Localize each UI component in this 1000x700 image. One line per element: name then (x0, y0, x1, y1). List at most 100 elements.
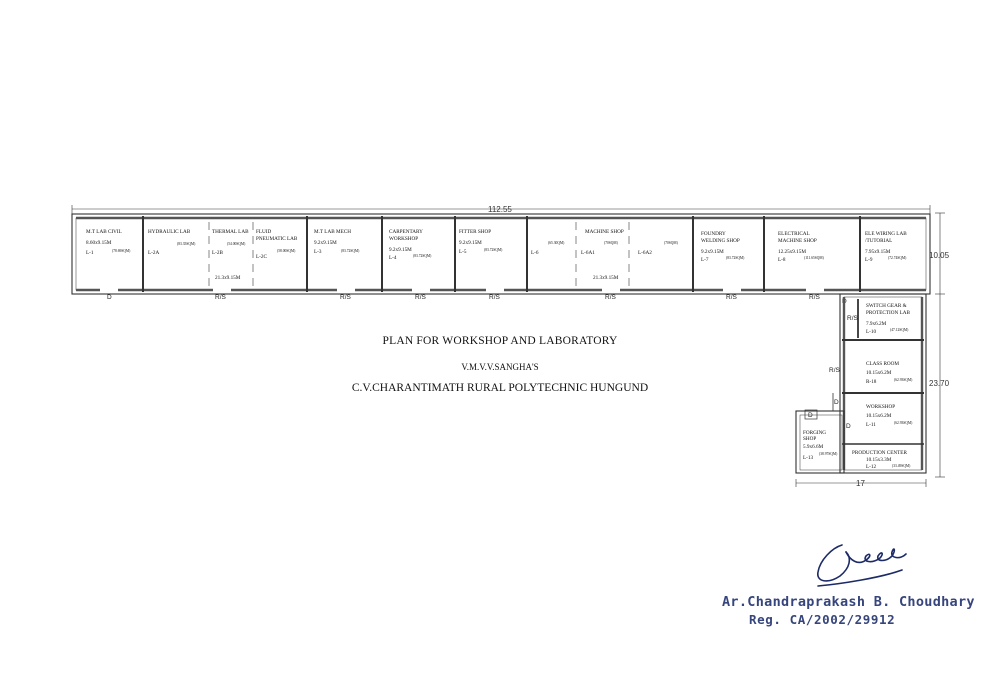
room-l3-size: 9.2x9.15M (314, 240, 337, 246)
room-l12-code: L-12 (866, 464, 876, 470)
room-l8-code: L-8 (778, 257, 786, 263)
room-r18-size: 10.15x6.2M (866, 370, 892, 376)
room-l11-area: (62.93SQM) (894, 421, 913, 425)
rs-label-2: R/S (340, 294, 352, 301)
door-label-4: D (834, 399, 839, 406)
room-l1-code: L-1 (86, 250, 94, 256)
room-l13-name-1: FORGING (803, 430, 826, 436)
room-l12-area: (33.49SQM) (892, 464, 911, 468)
room-l8-name-2: MACHINE SHOP (778, 238, 817, 244)
rs-label-6: R/S (726, 294, 738, 301)
room-l2c-name-2: PNEUMATIC LAB (256, 236, 298, 242)
wing-length-label: 23.70 (929, 379, 950, 388)
room-l5: FITTER SHOP 9.2x9.15M (83.72SQM) L-5 (459, 229, 503, 255)
overall-length-label: 112.55 (488, 205, 512, 214)
organisation-name: V.M.V.V.SANGHA'S (461, 362, 539, 372)
architect-name: Ar.Chandraprakash B. Choudhary (722, 594, 975, 610)
overall-length-dimension (71, 205, 931, 214)
room-l9-name-2: /TUTORIAL (865, 238, 892, 244)
forging-annex-walls (795, 393, 845, 474)
rs-label-9: R/S (829, 367, 841, 374)
room-l13-size: 5.9x6.6M (803, 444, 824, 450)
wing-width-label: 17 (856, 479, 865, 488)
room-l8: ELECTRICAL MACHINE SHOP 12.25x9.15M (111… (778, 231, 825, 263)
room-l6a1-code: L-6A1 (581, 250, 595, 256)
room-l6-size: 21.3x9.15M (593, 275, 619, 281)
room-l5-area: (83.72SQM) (484, 248, 503, 252)
room-l2c-area: (58.00SQM) (277, 249, 296, 253)
door-label-1: D (107, 294, 112, 301)
room-l1-size: 8.60x9.15M (86, 240, 112, 246)
room-l6a2-code: L-6A2 (638, 250, 652, 256)
room-l4-area: (83.72SQM) (413, 254, 432, 258)
room-l2c-name-1: FLUID (256, 229, 272, 235)
room-l2b-name: THERMAL LAB (212, 229, 249, 235)
room-l13-code: L-13 (803, 455, 813, 461)
architect-registration: Reg. CA/2002/29912 (749, 612, 896, 627)
right-dimension-lines (935, 212, 945, 478)
wing-width-dimension (795, 479, 927, 487)
room-l9-area: (72.74SQM) (888, 256, 907, 260)
room-l12: PRODUCTION CENTER 10.15x3.3M (33.49SQM) … (852, 450, 911, 470)
room-l4: CARPENTARY WORKSHOP 9.2x9.15M (83.72SQM)… (389, 229, 432, 261)
room-r18-code: R-18 (866, 379, 877, 385)
room-l4-name-2: WORKSHOP (389, 236, 418, 242)
room-l6-code: L-6 (531, 250, 539, 256)
room-l3: M.T LAB MECH 9.2x9.15M (83.72SQM) L-3 (314, 229, 360, 255)
room-r18: CLASS ROOM 10.15x6.2M (62.93SQM) R-18 (866, 361, 913, 385)
room-l4-size: 9.2x9.15M (389, 247, 412, 253)
room-l10-name-1: SWITCH GEAR & (866, 303, 907, 309)
room-l12-size: 10.15x3.3M (866, 457, 892, 463)
room-l2-size: 21.3x9.15M (215, 275, 241, 281)
room-r18-name: CLASS ROOM (866, 361, 899, 367)
room-l13: FORGING SHOP 5.9x6.6M (38.97SQM) L-13 (803, 430, 838, 461)
room-l1-name: M.T LAB CIVIL (86, 229, 122, 235)
signature-scribble (817, 544, 907, 587)
rs-label-1: R/S (215, 294, 227, 301)
room-l7-name-1: FOUNDRY (701, 231, 726, 237)
room-l7-size: 9.2x9.15M (701, 249, 724, 255)
room-l2a: HYDRAULIC LAB (83.35SQM) L-2A (148, 229, 196, 256)
door-label-3: D (808, 412, 813, 419)
room-l5-name: FITTER SHOP (459, 229, 491, 235)
room-l9-size: 7.95x9.15M (865, 249, 891, 255)
room-l3-area: (83.72SQM) (341, 249, 360, 253)
room-l8-name-1: ELECTRICAL (778, 231, 810, 237)
room-l10-size: 7.9x6.2M (866, 321, 887, 327)
room-l6: (65.30QM) L-6 (531, 241, 565, 256)
room-l2b-area: (54.00SQM) (227, 242, 246, 246)
room-l3-code: L-3 (314, 249, 322, 255)
room-l3-name: M.T LAB MECH (314, 229, 351, 235)
light-partitions (208, 222, 630, 288)
room-l2c-code: L-2C (256, 254, 267, 260)
door-label-5: D (846, 423, 851, 430)
main-block-partitions (142, 216, 861, 292)
room-l2b: THERMAL LAB (54.00SQM) L-2B (212, 229, 249, 256)
room-l7: FOUNDRY WELDING SHOP 9.2x9.15M (83.72SQM… (701, 231, 745, 263)
room-l6-area: (65.30QM) (548, 241, 565, 245)
room-l6a1: MACHINE SHOP (70SQM) L-6A1 (581, 229, 624, 256)
room-l10: SWITCH GEAR & PROTECTION LAB 7.9x6.2M (4… (866, 303, 910, 335)
room-l10-name-2: PROTECTION LAB (866, 310, 910, 316)
room-l10-area: (47.12SQM) (890, 328, 909, 332)
room-l4-name-1: CARPENTARY (389, 229, 423, 235)
room-l2a-code: L-2A (148, 250, 159, 256)
room-l13-name-2: SHOP (803, 436, 816, 442)
room-l8-size: 12.25x9.15M (778, 249, 806, 255)
room-l13-area: (38.97SQM) (819, 452, 838, 456)
rs-label-7: R/S (809, 294, 821, 301)
room-l6a1-area: (70SQM) (604, 241, 619, 245)
room-l11: WORKSHOP 10.15x6.2M (62.93SQM) L-11 (866, 404, 913, 428)
rs-label-3: R/S (415, 294, 427, 301)
plan-title: PLAN FOR WORKSHOP AND LABORATORY (382, 335, 618, 347)
room-r18-area: (62.93SQM) (894, 378, 913, 382)
rs-label-4: R/S (489, 294, 501, 301)
room-l5-size: 9.2x9.15M (459, 240, 482, 246)
rs-label-8: R/S (847, 315, 859, 322)
room-l9-code: L-9 (865, 257, 873, 263)
room-l9-name-1: ELE WIRING LAB (865, 231, 907, 237)
block-depth-label: 10.05 (929, 251, 950, 260)
room-l6a2: (70SQM) L-6A2 (638, 241, 679, 256)
room-l2a-area: (83.35SQM) (177, 242, 196, 246)
room-l6a1-name: MACHINE SHOP (585, 229, 624, 235)
